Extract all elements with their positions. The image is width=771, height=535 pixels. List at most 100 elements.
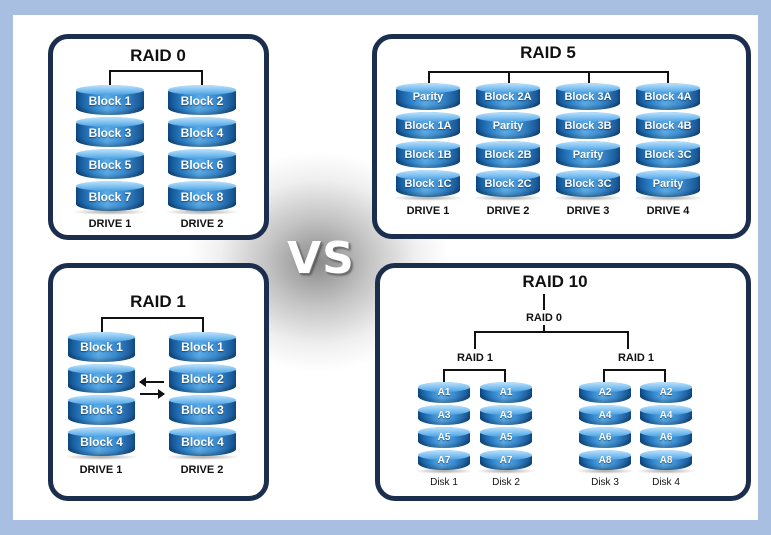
raid5-connector-h [428,71,669,73]
block-label: Block 4B [644,120,692,132]
block-label: A8 [659,454,673,466]
block-label: Block 5 [88,158,132,172]
storage-block: Block 3 [169,395,236,425]
storage-block: A5 [480,427,532,448]
raid1-connector-l [101,317,103,336]
block-label: Block 3B [564,120,612,132]
raid1-drive-2: Block 1 Block 2 Block 3 Block 4 [165,332,240,460]
raid10-raid0-stem [543,325,545,333]
storage-block: Block 3 [68,395,135,425]
raid10-disk-2-label: Disk 2 [492,477,520,488]
block-label: Block 4A [644,91,692,103]
drive-shadow [164,209,240,215]
raid1-drive-1-label: DRIVE 1 [79,464,123,476]
block-label: Block 2 [80,371,123,386]
storage-block: Block 4 [169,426,236,456]
raid0-connector-r [201,70,203,89]
storage-block: Block 2A [476,83,540,110]
storage-block: Block 8 [168,181,236,211]
storage-block: A1 [480,382,532,403]
storage-block: Block 1B [396,141,460,168]
raid10-group-2-bar [603,369,666,371]
block-label: A1 [437,387,451,398]
block-label: Block 4 [180,126,224,140]
mirror-arrow-right [140,389,165,399]
raid10-group-1-bar [443,369,506,371]
raid5-drive-2-label: DRIVE 2 [486,205,530,217]
block-label: Block 1 [181,340,224,354]
raid1-drive-2-label: DRIVE 2 [180,464,224,476]
block-label: A7 [437,454,451,466]
storage-block: Block 7 [76,181,144,211]
storage-block: Block 3C [556,170,620,197]
storage-block: A3 [418,404,470,425]
block-label: A4 [659,409,673,421]
raid10-title-stem [543,294,545,310]
storage-block: Block 4B [636,112,700,139]
drive-shadow [472,195,544,201]
drive-shadow [165,454,240,460]
storage-block: Block 5 [76,149,144,179]
raid10-raid0-left [474,331,476,349]
storage-block: Parity [396,83,460,110]
raid10-disk-4-label: Disk 4 [652,477,680,488]
block-label: A8 [598,454,612,466]
raid5-connector-3 [588,71,590,88]
raid10-disk-3-label: Disk 3 [591,477,619,488]
raid1-connector-h [101,317,204,319]
drive-shadow [414,468,474,474]
storage-block: A6 [640,427,692,448]
raid0-connector-h [109,70,203,72]
storage-block: Block 4 [168,117,236,147]
storage-block: Block 2 [168,85,236,115]
block-label: A7 [499,454,513,466]
storage-block: Block 1C [396,170,460,197]
block-label: Block 3 [181,403,224,417]
block-label: Block 1 [88,94,132,108]
raid10-group-2-right [664,369,666,387]
raid1-connector-r [202,317,204,336]
block-label: Block 7 [88,190,132,204]
block-label: A5 [437,432,451,443]
storage-block: Block 3C [636,141,700,168]
block-label: Parity [652,178,684,190]
drive-shadow [575,468,635,474]
storage-block: A8 [579,449,631,470]
raid5-title: RAID 5 [520,43,576,62]
mirror-arrow-left [139,377,164,387]
raid5-connector-4 [667,71,669,88]
block-label: Block 3 [80,403,123,417]
drive-shadow [632,195,704,201]
raid0-title: RAID 0 [130,46,186,65]
raid1-title: RAID 1 [130,292,186,311]
vs-label: VS [287,233,355,284]
drive-shadow [72,209,148,215]
block-label: Block 2 [181,371,224,386]
storage-block: Block 2C [476,170,540,197]
storage-block: A4 [579,404,631,425]
raid10-raid0-label: RAID 0 [525,312,563,324]
block-label: Block 2C [484,178,532,190]
block-label: A2 [598,387,612,398]
block-label: Block 3C [564,178,612,190]
raid10-raid0-right [627,331,629,349]
block-label: A6 [659,432,673,443]
storage-block: A2 [579,382,631,403]
block-label: Block 4 [80,434,123,449]
drive-shadow [636,468,696,474]
raid10-disk-1-label: Disk 1 [430,477,458,488]
raid5-connector-2 [508,71,510,88]
raid10-title: RAID 10 [522,272,588,291]
storage-block: Block 3B [556,112,620,139]
raid5-drive-4: Block 4A Block 4B Block 3C Parity [632,83,704,201]
storage-block: A3 [480,404,532,425]
